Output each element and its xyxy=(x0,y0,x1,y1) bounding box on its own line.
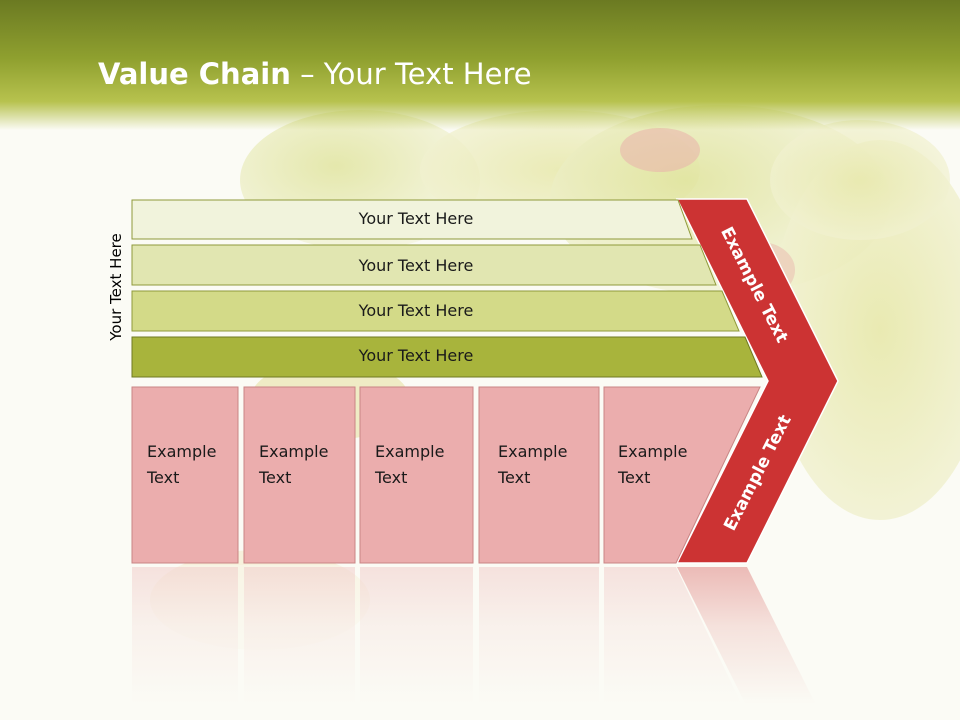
card-3-label: Example Text xyxy=(375,442,445,487)
bar-4-label: Your Text Here xyxy=(358,346,474,365)
page-title: Value Chain – Your Text Here xyxy=(98,52,532,96)
card-1-label: Example Text xyxy=(147,442,217,487)
card-2-shape xyxy=(243,386,356,564)
card-5-shape xyxy=(603,386,761,564)
header-band xyxy=(0,0,960,130)
card-1-shape xyxy=(131,386,239,564)
bar-1-label: Your Text Here xyxy=(358,209,474,228)
chevron-arrow xyxy=(675,198,839,564)
bar-4-shape xyxy=(131,336,763,378)
card-5-label: Example Text xyxy=(618,442,688,487)
bar-3-label: Your Text Here xyxy=(358,301,474,320)
bar-1-shape xyxy=(131,199,693,240)
card-4-shape xyxy=(478,386,600,564)
bar-3-shape xyxy=(131,290,740,332)
card-3-shape xyxy=(359,386,474,564)
card-2-label: Example Text xyxy=(259,442,329,487)
bar-2-shape xyxy=(131,244,717,286)
reflection-fade xyxy=(0,565,960,720)
title-rest: – Your Text Here xyxy=(290,57,532,91)
card-4-label: Example Text xyxy=(498,442,568,487)
title-bold: Value Chain xyxy=(98,57,291,91)
bar-2-label: Your Text Here xyxy=(358,256,474,275)
